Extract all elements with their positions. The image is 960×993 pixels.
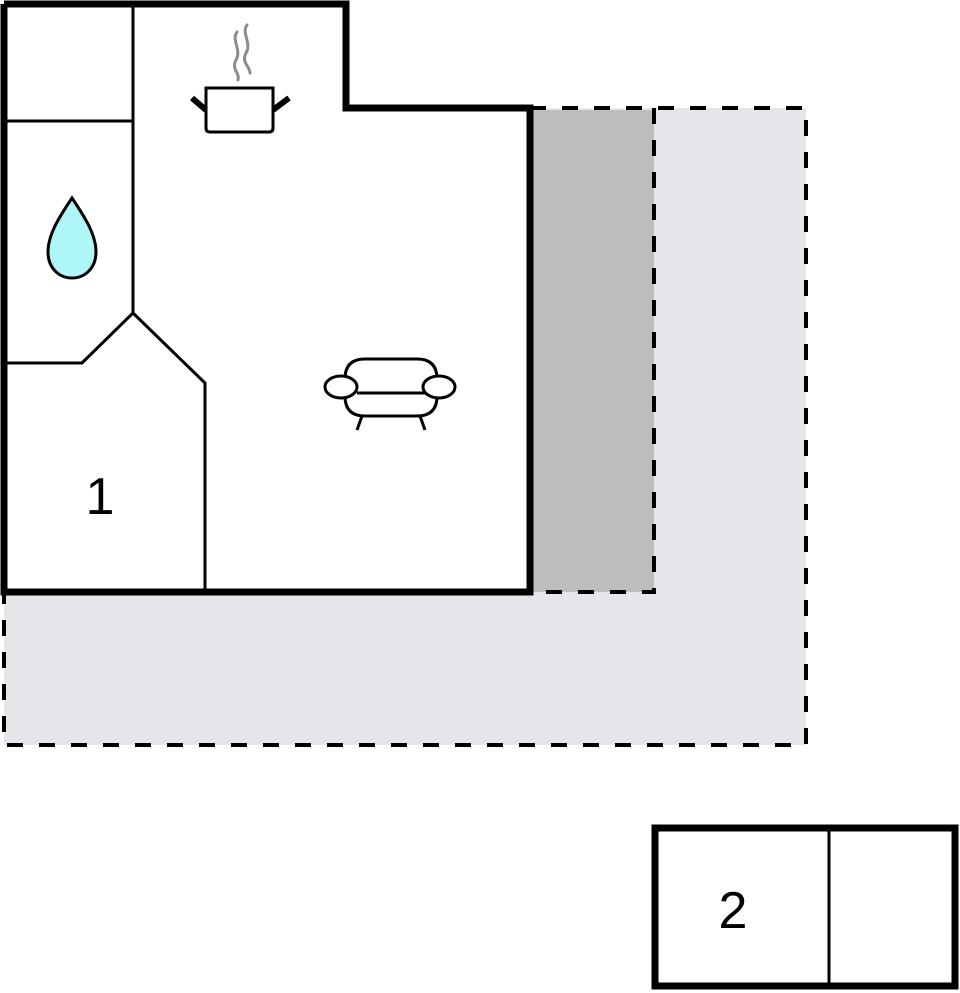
steam-icon bbox=[232, 30, 240, 82]
terrace-dashed-border bbox=[2, 106, 808, 747]
annex-exterior-wall bbox=[651, 824, 959, 990]
sofa-icon bbox=[323, 357, 457, 431]
water-drop-icon bbox=[46, 195, 98, 280]
cooking-pot-icon bbox=[190, 23, 291, 134]
room-label-2: 2 bbox=[719, 882, 748, 940]
wall-bedroom1 bbox=[4, 310, 207, 592]
room-label-1: 1 bbox=[86, 468, 115, 526]
annex-building: 2 bbox=[651, 824, 959, 990]
covered-terrace-fill bbox=[532, 110, 654, 592]
main-building-exterior-wall bbox=[0, 0, 534, 596]
main-building-floor bbox=[4, 4, 530, 592]
covered-terrace-dashed-border bbox=[532, 108, 656, 594]
interior-walls bbox=[4, 4, 207, 592]
covered-terrace-area bbox=[532, 108, 656, 594]
